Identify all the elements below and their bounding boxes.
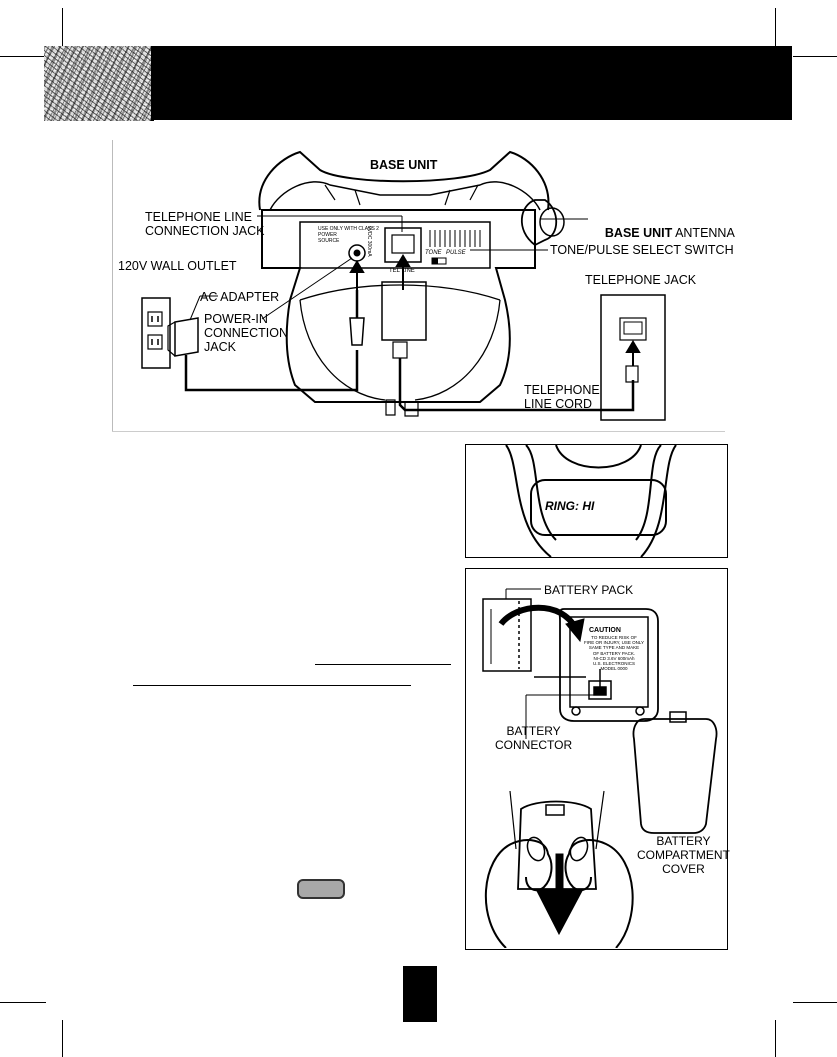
antenna-label-bold: BASE UNIT bbox=[605, 226, 672, 240]
battery-installation-panel: BATTERY PACK CAUTION TO REDUCE RISK OF F… bbox=[465, 568, 728, 950]
battery-pack-label: BATTERY PACK bbox=[544, 583, 633, 597]
panel-pulse-text: PULSE bbox=[446, 250, 466, 256]
handset-display-panel bbox=[465, 444, 728, 558]
base-unit-body bbox=[262, 210, 535, 402]
ringer-display-text: RING: HI bbox=[545, 499, 594, 513]
crop-mark bbox=[793, 1002, 837, 1003]
battery-caution-text: TO REDUCE RISK OF FIRE OR INJURY, USE ON… bbox=[584, 635, 644, 671]
wall-outlet-label: 120V WALL OUTLET bbox=[118, 259, 237, 273]
panel-tone-text: TONE bbox=[425, 250, 442, 256]
key-button-graphic bbox=[297, 879, 345, 899]
antenna-label-rest: ANTENNA bbox=[672, 226, 735, 240]
battery-caution-title: CAUTION bbox=[589, 627, 621, 635]
crop-mark bbox=[62, 1020, 63, 1057]
tone-pulse-switch-label: TONE/PULSE SELECT SWITCH bbox=[550, 243, 734, 257]
power-in-jack-label: POWER-IN CONNECTION JACK bbox=[204, 312, 288, 354]
telephone-line-connection-jack-label: TELEPHONE LINE CONNECTION JACK bbox=[145, 210, 264, 238]
battery-connector-label: BATTERY CONNECTOR bbox=[495, 724, 572, 752]
panel-voltage-text: 9VDC 300mA bbox=[366, 226, 372, 257]
wall-outlet bbox=[142, 298, 170, 368]
telephone-jack-label: TELEPHONE JACK bbox=[585, 273, 696, 287]
text-underline-rule bbox=[133, 685, 411, 686]
handset-display-illustration bbox=[466, 445, 727, 557]
telephone-line-cord-label: TELEPHONE LINE CORD bbox=[524, 383, 600, 411]
ac-adapter bbox=[175, 318, 198, 356]
battery-compartment-cover bbox=[633, 719, 716, 833]
panel-tel-line-text: TEL LINE bbox=[389, 268, 415, 274]
crop-mark bbox=[775, 1020, 776, 1057]
base-unit-label: BASE UNIT bbox=[370, 158, 437, 172]
battery-illustration bbox=[466, 569, 726, 948]
ac-adapter-label: AC ADAPTER bbox=[200, 290, 279, 304]
base-unit-connection-diagram: BASE UNIT BASE UNIT ANTENNA TELEPHONE LI… bbox=[0, 0, 837, 440]
page-number-box bbox=[403, 966, 437, 1022]
battery-compartment-cover-label: BATTERY COMPARTMENT COVER bbox=[637, 834, 730, 876]
crop-mark bbox=[0, 1002, 46, 1003]
text-underline-rule bbox=[315, 664, 451, 665]
slide-down-arrow bbox=[536, 854, 583, 934]
